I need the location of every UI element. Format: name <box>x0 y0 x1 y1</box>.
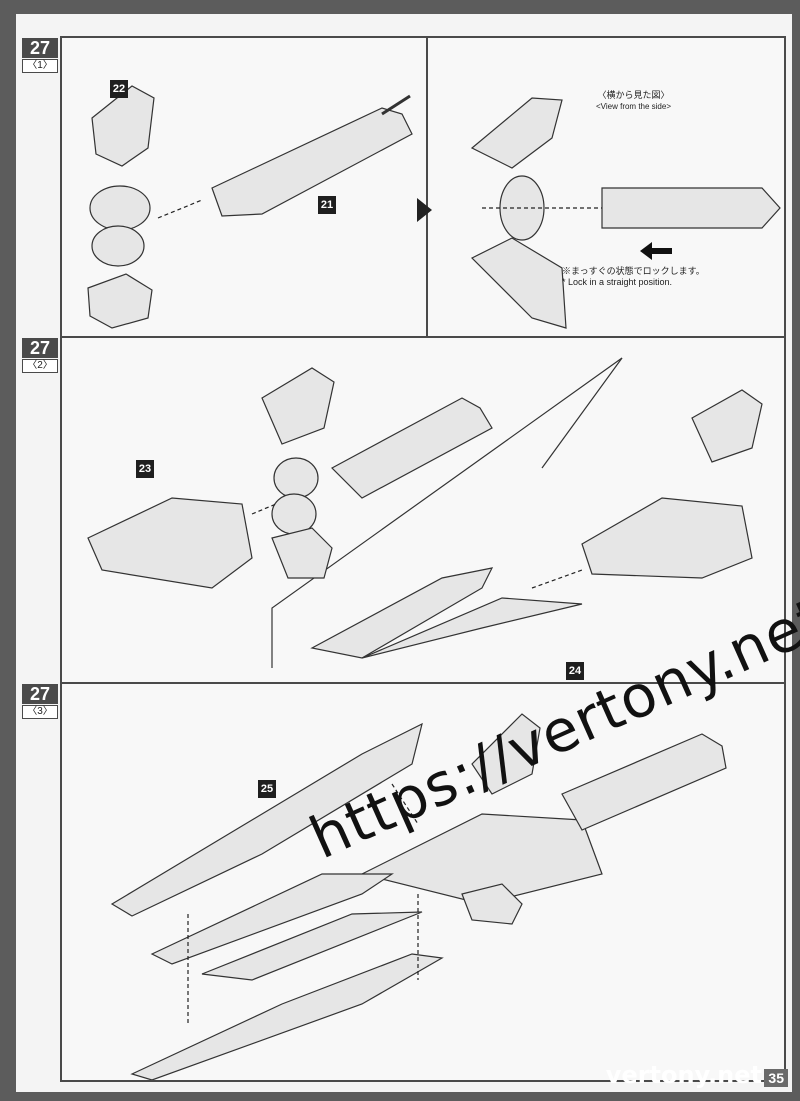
step-number-sub: 〈1〉 <box>22 59 58 73</box>
shoulder-armor-shape <box>91 85 155 167</box>
combined-unit-shape <box>581 497 753 579</box>
side-view-title-jp: 〈横から見た図〉 <box>597 90 670 100</box>
assembly-guide-line <box>157 199 203 219</box>
step-27-3-panel: 27 〈3〉 25 <box>22 682 786 1082</box>
step-number-main: 27 <box>22 684 58 704</box>
side-view-upper-shape <box>470 97 563 169</box>
lower-armor-shape <box>461 883 523 925</box>
assembly-guide-line <box>251 503 277 515</box>
lock-note-en: * Lock in a straight position. <box>562 277 673 287</box>
step-number: 27 〈3〉 <box>22 684 58 719</box>
step-number-sub: 〈2〉 <box>22 359 58 373</box>
large-blade-shape <box>110 722 423 917</box>
side-view-title-en: <View from the side> <box>596 102 672 111</box>
joint-shape <box>91 225 145 267</box>
panel-divider <box>426 38 428 344</box>
blade-part-shape <box>361 597 583 659</box>
joint-shape <box>271 493 317 535</box>
assembly-illustration-1 <box>87 85 781 329</box>
brand-logo: vertony.net <box>605 1061 762 1089</box>
arrow-left-icon <box>640 242 672 260</box>
page-number: 35 <box>764 1069 788 1087</box>
step-number: 27 〈1〉 <box>22 38 58 73</box>
combined-shoulder-shape <box>691 389 763 463</box>
step-27-2-panel: 27 〈2〉 <box>22 336 786 688</box>
rifle-body-shape <box>211 107 413 217</box>
lower-blade-shape <box>130 953 444 1080</box>
side-view-rifle-shape <box>601 187 781 229</box>
side-view-caption: 〈横から見た図〉 <View from the side> <box>596 90 671 112</box>
rifle-body-shape <box>331 397 493 499</box>
assembly-illustration-3 <box>110 713 727 1080</box>
blade-part-shape <box>150 873 394 965</box>
rifle-body-shape <box>561 733 727 831</box>
part-number-23: 23 <box>136 460 154 478</box>
arrow-right-icon <box>417 198 432 222</box>
shoulder-armor-shape <box>471 713 541 795</box>
blade-part-shape <box>310 567 494 659</box>
lock-note: ※まっすぐの状態でロックします。 * Lock in a straight po… <box>562 266 705 288</box>
inset-frame-line <box>541 357 623 469</box>
side-view-lower-shape <box>470 237 567 329</box>
manual-page: 27 〈1〉 <box>16 14 792 1092</box>
step-number-sub: 〈3〉 <box>22 705 58 719</box>
part-number-21: 21 <box>318 196 336 214</box>
step-number-main: 27 <box>22 38 58 58</box>
blade-part-shape <box>201 911 423 981</box>
part-number-22: 22 <box>110 80 128 98</box>
joint-shape <box>89 185 151 231</box>
assembly-guide-line <box>531 569 583 589</box>
part-number-25: 25 <box>258 780 276 798</box>
lower-armor-shape <box>271 527 333 579</box>
part-number-24: 24 <box>566 662 584 680</box>
shoulder-armor-shape <box>261 367 335 445</box>
assembly-illustration-2 <box>87 357 763 668</box>
lower-armor-shape <box>87 273 153 329</box>
joint-shape <box>273 457 319 499</box>
inset-frame-line <box>271 357 623 668</box>
thruster-unit-shape <box>87 497 253 589</box>
rifle-barrel <box>381 94 411 116</box>
step-27-1-panel: 27 〈1〉 <box>22 36 786 346</box>
assembly-guide-line <box>391 783 419 825</box>
step-number: 27 〈2〉 <box>22 338 58 373</box>
step-number-main: 27 <box>22 338 58 358</box>
combined-unit-shape <box>360 813 603 905</box>
lock-note-jp: ※まっすぐの状態でロックします。 <box>562 266 705 276</box>
